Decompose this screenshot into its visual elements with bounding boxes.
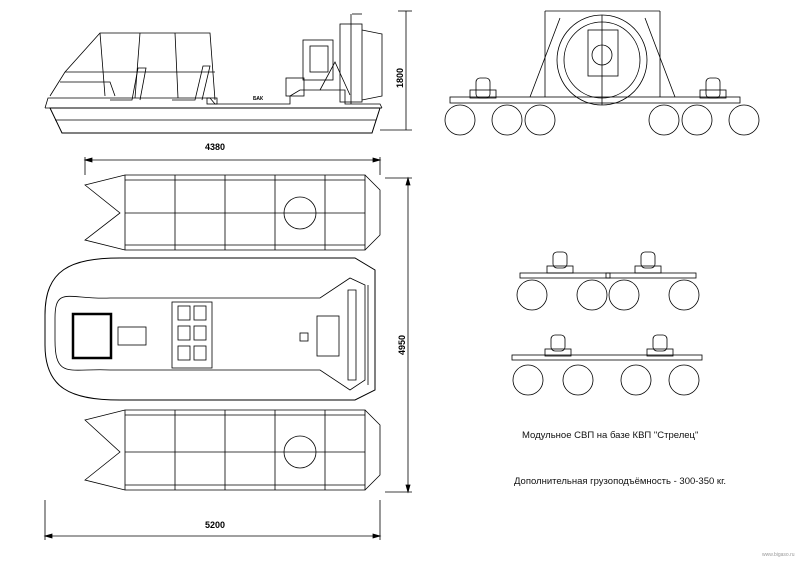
side-engine	[285, 77, 305, 97]
front-float-6	[728, 104, 760, 136]
watermark: www.bigaso.ru	[762, 552, 795, 558]
side-view: БАК 1800	[44, 10, 412, 134]
top-windshield	[71, 312, 113, 360]
caption-capacity: Дополнительная грузоподъёмность - 300-35…	[514, 476, 727, 487]
dim-length-4380: 4380	[205, 142, 225, 152]
front-float-1	[444, 104, 476, 136]
top-view: 4380	[43, 142, 412, 540]
front-view	[444, 10, 760, 136]
top-float-module-lower	[84, 409, 381, 491]
side-fuel-tank	[206, 97, 218, 105]
front-float-4	[648, 104, 680, 136]
caption-title: Модульное СВП на базе КВП "Стрелец"	[522, 430, 699, 441]
side-canopy	[49, 32, 216, 101]
side-seat-front	[110, 67, 147, 101]
front-float-2	[491, 104, 523, 136]
top-engine	[316, 315, 340, 357]
top-float-module-upper	[84, 174, 381, 251]
config-wide	[511, 334, 703, 396]
dim-height-1800: 1800	[395, 68, 405, 88]
top-main-hull	[44, 257, 376, 401]
dim-overall-5200: 5200	[205, 520, 225, 530]
front-float-5	[681, 104, 713, 136]
side-seat-rear	[172, 65, 211, 101]
config-narrow	[516, 251, 700, 311]
dim-width-4950: 4950	[397, 335, 407, 355]
front-float-3	[524, 104, 556, 136]
fuel-tank-label: БАК	[253, 96, 264, 102]
